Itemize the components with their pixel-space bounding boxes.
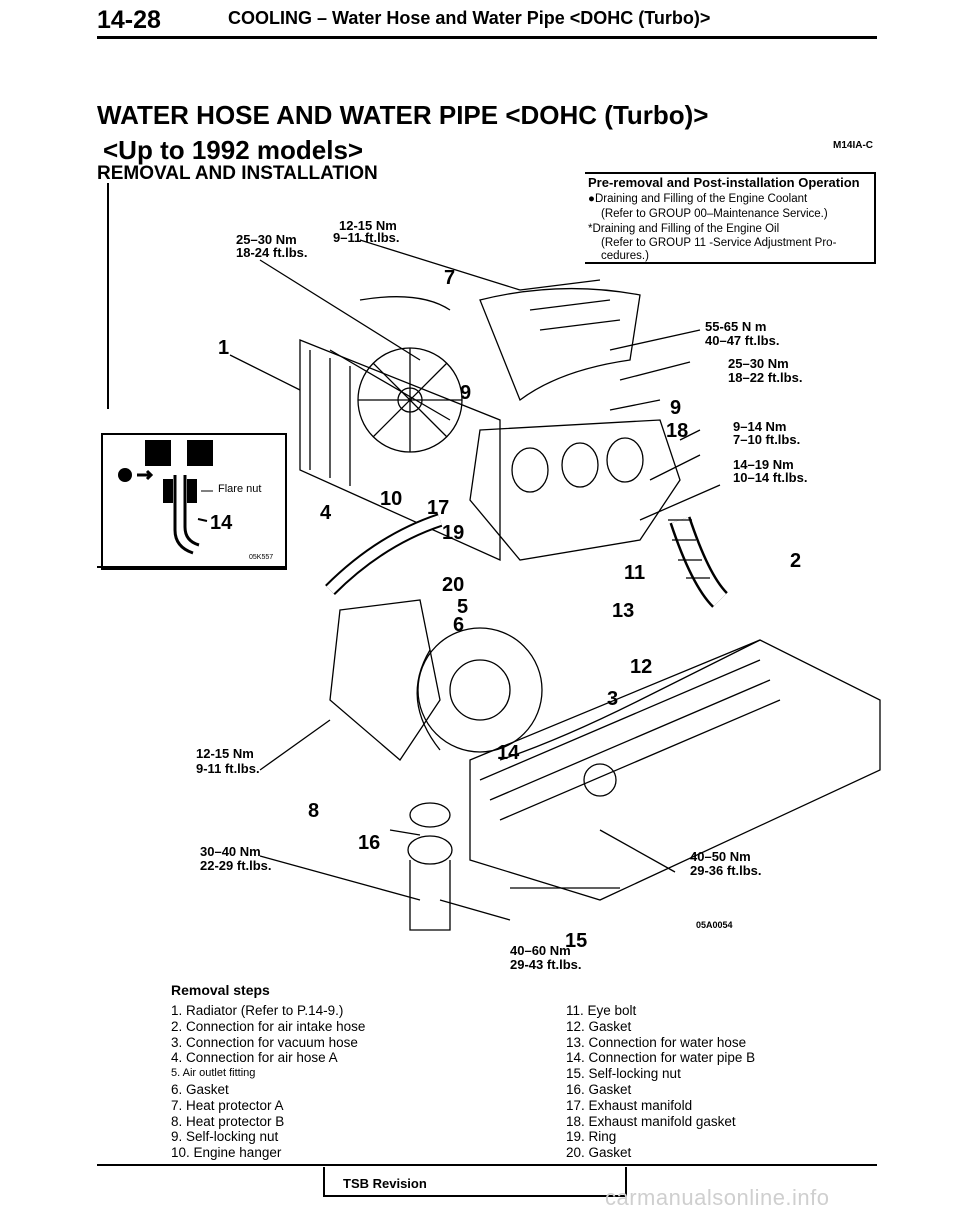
inset-callout: 14 — [210, 512, 233, 534]
flare-nut-inset: Flare nut 14 05K557 — [101, 433, 287, 570]
torque-ftlbs: 18-24 ft.lbs. — [236, 245, 308, 260]
callout-6: 6 — [453, 614, 465, 636]
torque-nm: 40–50 Nm — [690, 849, 751, 864]
left-rule — [107, 183, 109, 409]
callout-4: 4 — [320, 502, 332, 524]
pre-removal-line: (Refer to GROUP 11 -Service Adjustment P… — [601, 237, 837, 249]
torque-ftlbs: 18–22 ft.lbs. — [728, 370, 803, 385]
step-item: 17. Exhaust manifold — [566, 1097, 693, 1113]
torque-nm: 30–40 Nm — [200, 844, 261, 859]
pre-removal-box: Pre-removal and Post-installation Operat… — [585, 172, 876, 264]
step-item: 10. Engine hanger — [171, 1145, 282, 1161]
pre-removal-line: *Draining and Filling of the Engine Oil — [588, 223, 780, 235]
callout-15: 15 — [565, 930, 588, 952]
step-item: 20. Gasket — [566, 1145, 632, 1161]
step-item: 19. Ring — [566, 1129, 617, 1145]
step-item: 6. Gasket — [171, 1081, 229, 1097]
callout-9: 9 — [460, 382, 472, 404]
torque-nm: 55-65 N m — [705, 319, 767, 334]
torque-nm: 12-15 Nm — [196, 746, 254, 761]
step-item: 9. Self-locking nut — [171, 1129, 279, 1145]
step-item: 15. Self-locking nut — [566, 1066, 681, 1082]
figure-code: 05A0054 — [696, 920, 733, 930]
callout-13: 13 — [612, 600, 635, 622]
flare-nut-label: Flare nut — [218, 483, 262, 495]
callout-18: 18 — [666, 420, 689, 442]
callout-1: 1 — [218, 337, 230, 359]
footer-rule — [97, 1164, 877, 1166]
torque-ftlbs: 9-11 ft.lbs. — [196, 761, 260, 776]
callout-19: 19 — [442, 522, 465, 544]
callout-14: 14 — [497, 742, 520, 764]
callout-11: 11 — [624, 562, 646, 584]
torque-nm: 40–60 Nm — [510, 943, 571, 958]
callout-17: 17 — [427, 497, 450, 519]
callout-9b: 9 — [670, 397, 682, 419]
callout-12: 12 — [630, 656, 653, 678]
step-item: 1. Radiator (Refer to P.14-9.) — [171, 1003, 344, 1018]
torque-nm: 14–19 Nm — [733, 457, 794, 472]
step-item: 18. Exhaust manifold gasket — [566, 1113, 736, 1129]
removal-steps-title: Removal steps — [171, 982, 270, 998]
engine-exploded-diagram — [229, 239, 881, 931]
header-rule — [97, 36, 877, 39]
step-item: 16. Gasket — [566, 1081, 632, 1097]
torque-ftlbs: 7–10 ft.lbs. — [733, 432, 801, 447]
pre-removal-line: (Refer to GROUP 00–Maintenance Service.) — [601, 208, 828, 220]
inset-rule — [97, 566, 287, 568]
torque-ftlbs: 22-29 ft.lbs. — [200, 858, 272, 873]
torque-ftlbs: 10–14 ft.lbs. — [733, 470, 808, 485]
step-item: 11. Eye bolt — [566, 1003, 637, 1018]
step-item: 7. Heat protector A — [171, 1097, 284, 1113]
watermark: carmanualsonline.info — [605, 1185, 830, 1210]
tsb-revision-box: TSB Revision — [323, 1167, 627, 1197]
page-subtitle: <Up to 1992 models> — [103, 135, 364, 165]
callout-2: 2 — [790, 550, 802, 572]
torque-ftlbs: 9–11 ft.lbs. — [333, 230, 400, 245]
page-title: WATER HOSE AND WATER PIPE <DOHC (Turbo)> — [97, 100, 709, 130]
callout-16: 16 — [358, 832, 381, 854]
step-item: 12. Gasket — [566, 1018, 632, 1034]
step-item: 14. Connection for water pipe B — [566, 1050, 756, 1066]
callout-10: 10 — [380, 488, 403, 510]
callout-20: 20 — [442, 574, 465, 596]
torque-nm: 25–30 Nm — [236, 232, 297, 247]
step-item: 8. Heat protector B — [171, 1113, 285, 1129]
callout-5: 5 — [457, 596, 469, 618]
inset-code: 05K557 — [249, 554, 274, 561]
running-title: COOLING – Water Hose and Water Pipe <DOH… — [228, 8, 711, 28]
pre-removal-title: Pre-removal and Post-installation Operat… — [588, 175, 860, 190]
section-heading: REMOVAL AND INSTALLATION — [97, 163, 378, 184]
removal-steps-left: 1. Radiator (Refer to P.14-9.) 2. Connec… — [171, 1003, 365, 1161]
step-item: 2. Connection for air intake hose — [171, 1018, 366, 1034]
torque-nm: 12-15 Nm — [339, 218, 397, 233]
pre-removal-line: cedures.) — [601, 250, 649, 262]
step-item: 5. Air outlet fitting — [171, 1067, 256, 1080]
step-item: 13. Connection for water hose — [566, 1034, 747, 1050]
section-code: M14IA-C — [833, 140, 874, 151]
step-item: 4. Connection for air hose A — [171, 1050, 338, 1066]
torque-nm: 9–14 Nm — [733, 419, 787, 434]
torque-ftlbs: 29-36 ft.lbs. — [690, 863, 762, 878]
callout-8: 8 — [308, 800, 320, 822]
torque-ftlbs: 29-43 ft.lbs. — [510, 957, 582, 972]
step-item: 3. Connection for vacuum hose — [171, 1034, 358, 1050]
pre-removal-line: ●Draining and Filling of the Engine Cool… — [588, 193, 808, 205]
callout-7: 7 — [444, 267, 456, 289]
page-number: 14-28 — [97, 6, 161, 34]
flare-nut-drawing — [118, 440, 213, 555]
removal-steps-right: 11. Eye bolt 12. Gasket 13. Connection f… — [566, 1003, 755, 1161]
torque-nm: 25–30 Nm — [728, 356, 789, 371]
torque-ftlbs: 40–47 ft.lbs. — [705, 333, 780, 348]
callout-3: 3 — [607, 688, 619, 710]
